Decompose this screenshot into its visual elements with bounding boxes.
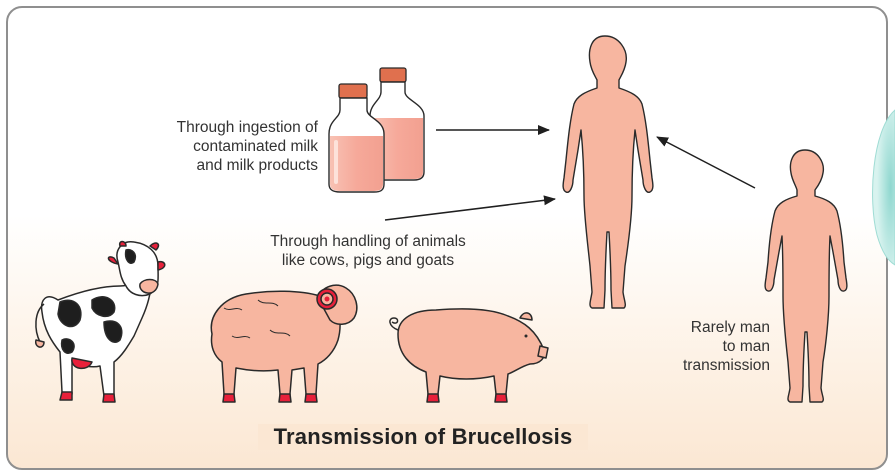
human-figure-icon xyxy=(563,36,653,308)
arrow-icon xyxy=(657,137,755,188)
arrow-icon xyxy=(385,199,555,220)
label-ingestion-line-3: and milk products xyxy=(140,156,318,175)
label-man-to-man: Rarely man to man transmission xyxy=(666,318,770,375)
diagram-canvas xyxy=(0,0,895,447)
sheep-icon xyxy=(211,285,356,402)
label-ingestion-line-2: contaminated milk xyxy=(140,137,318,156)
milk-bottle-icon xyxy=(329,68,424,192)
label-man-to-man-line-1: Rarely man xyxy=(666,318,770,337)
label-handling: Through handling of animals like cows, p… xyxy=(238,232,498,270)
cow-icon xyxy=(36,242,165,403)
label-man-to-man-line-2: to man xyxy=(666,337,770,356)
label-ingestion: Through ingestion of contaminated milk a… xyxy=(140,118,318,175)
label-handling-line-1: Through handling of animals xyxy=(238,232,498,251)
pig-icon xyxy=(390,309,548,402)
label-ingestion-line-1: Through ingestion of xyxy=(140,118,318,137)
edge-decoration xyxy=(873,110,895,265)
diagram-title: Transmission of Brucellosis xyxy=(258,424,588,450)
label-man-to-man-line-3: transmission xyxy=(666,356,770,375)
human-figure-icon xyxy=(765,150,847,402)
label-handling-line-2: like cows, pigs and goats xyxy=(238,251,498,270)
